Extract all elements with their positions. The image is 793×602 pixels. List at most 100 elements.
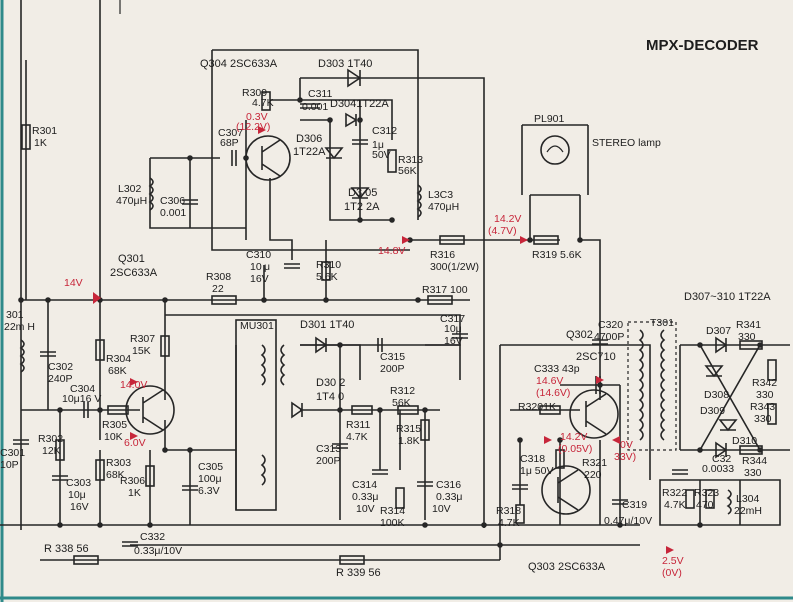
voltage-14-2-top: 14.2V <box>494 213 521 225</box>
r302-value: 12K <box>42 445 61 457</box>
voltage-14: 14V <box>64 277 83 289</box>
d310-diode <box>715 441 728 459</box>
d308-diode <box>704 365 724 378</box>
c312-cap <box>352 139 368 145</box>
q302-x-voltage: 0V <box>620 439 633 451</box>
r315-resistor <box>420 419 430 441</box>
c318-value: 1μ 50V <box>520 465 554 477</box>
r322-resistor <box>685 489 695 509</box>
c304-cap <box>83 402 89 418</box>
mu301-label: MU301 <box>240 320 274 332</box>
r311-label: R311 <box>346 419 370 431</box>
r315-label: R315 <box>396 423 421 435</box>
r315-value: 1.8K <box>398 435 420 447</box>
c301-label: C301 <box>0 447 25 459</box>
r317-label: R317 100 <box>422 284 468 296</box>
r344-label: R344 <box>742 455 767 467</box>
r306-resistor <box>145 465 155 487</box>
r321-resistor <box>555 449 565 469</box>
q304-base-voltage: 0.3V <box>246 111 268 123</box>
c318-label: C318 <box>520 453 545 465</box>
r311-value: 4.7K <box>346 431 368 443</box>
d305-value: 1T2 2A <box>344 201 380 213</box>
d303-label: D303 1T40 <box>318 58 372 70</box>
stereo-lamp-symbol <box>540 135 570 165</box>
r344-value: 330 <box>744 467 762 479</box>
c304-value: 10μ16 V <box>62 393 101 405</box>
d306-diode <box>324 147 344 160</box>
c313-value: 200P <box>316 455 341 467</box>
r304-resistor <box>95 339 105 361</box>
d307-label: D307 <box>706 325 731 337</box>
r342-value: 330 <box>756 389 774 401</box>
c310-cap <box>284 263 300 269</box>
c311-label: C311 <box>308 88 332 100</box>
d305-diode <box>350 187 370 200</box>
r306-label: R306 <box>120 475 145 487</box>
c316-cap <box>417 481 433 487</box>
voltage-2-5: 2.5V <box>662 555 684 567</box>
d307-310-label: D307~310 1T22A <box>684 291 771 303</box>
q302-x-voltage-alt: 33V) <box>614 451 636 463</box>
voltage-14-2-top-alt: (4.7V) <box>488 225 517 237</box>
q304-transistor <box>245 135 291 181</box>
d309-diode <box>718 419 738 432</box>
c303-value: 10μ <box>68 489 86 501</box>
d304-label: D3041T22A <box>330 98 389 110</box>
r339-label: R 339 56 <box>336 567 381 579</box>
r303-resistor <box>95 459 105 481</box>
c305-label: C305 <box>198 461 223 473</box>
r312-resistor <box>397 405 419 415</box>
d310-label: D310 <box>732 435 757 447</box>
c307-cap <box>231 150 237 166</box>
r309-resistor <box>261 91 271 111</box>
c317-label: C317 <box>440 313 465 325</box>
r341-value: 330 <box>738 331 756 343</box>
c315-value: 200P <box>380 363 405 375</box>
c301-value: 10P <box>0 459 19 471</box>
r343-resistor <box>767 403 777 425</box>
c303-cap <box>52 475 68 481</box>
c319-cap <box>612 499 628 505</box>
q302-label: Q302 <box>566 329 593 341</box>
c319-value: 0.47μ/10V <box>604 515 652 527</box>
text-labels: MPX-DECODER Q304 2SC633A D303 1T40 R309 … <box>0 37 777 579</box>
q301-emitter-voltage: 6.0V <box>124 437 146 449</box>
c317-rating: 16V <box>444 335 463 347</box>
r313-value: 56K <box>398 165 417 177</box>
c313-label: C313 <box>316 443 341 455</box>
c302-value: 240P <box>48 373 73 385</box>
l303-value: 470μH <box>428 201 459 213</box>
r316-resistor <box>439 235 465 245</box>
r318-label: R318 <box>496 505 521 517</box>
stereo-lamp-label: STEREO lamp <box>592 137 661 149</box>
r319-label: R319 5.6K <box>532 249 582 261</box>
c307-value: 68P <box>220 137 239 149</box>
l302-label: L302 <box>118 183 142 195</box>
c310-value: 10 <box>250 261 262 273</box>
d306-label: D306 <box>296 133 322 145</box>
c311-value: 0.001 <box>302 101 328 113</box>
r321-value: 220 <box>584 469 602 481</box>
r303-value: 68K <box>106 469 125 481</box>
r310-label: R310 <box>316 259 341 271</box>
pl901-label: PL901 <box>534 113 565 125</box>
r338-resistor <box>73 555 99 565</box>
l302-coil <box>148 177 154 211</box>
c303-label: C303 <box>66 477 91 489</box>
c316-rating: 10V <box>432 503 451 515</box>
l301-label: 301 <box>6 309 24 321</box>
c305-value: 100μ <box>198 473 222 485</box>
r322-value: 4.7K <box>664 499 686 511</box>
r305-resistor <box>107 405 129 415</box>
r308-value: 22 <box>212 283 224 295</box>
c310-unit: μ <box>264 261 270 273</box>
c315-cap <box>377 338 383 352</box>
r301-value: 1K <box>34 137 47 149</box>
diagram-title: MPX-DECODER <box>646 37 759 54</box>
d302-value: 1T4 0 <box>316 391 344 403</box>
c312-label: C312 <box>372 125 397 137</box>
c310-rating: 16V <box>250 273 269 285</box>
r311-resistor <box>351 405 373 415</box>
r308-resistor <box>211 295 237 305</box>
